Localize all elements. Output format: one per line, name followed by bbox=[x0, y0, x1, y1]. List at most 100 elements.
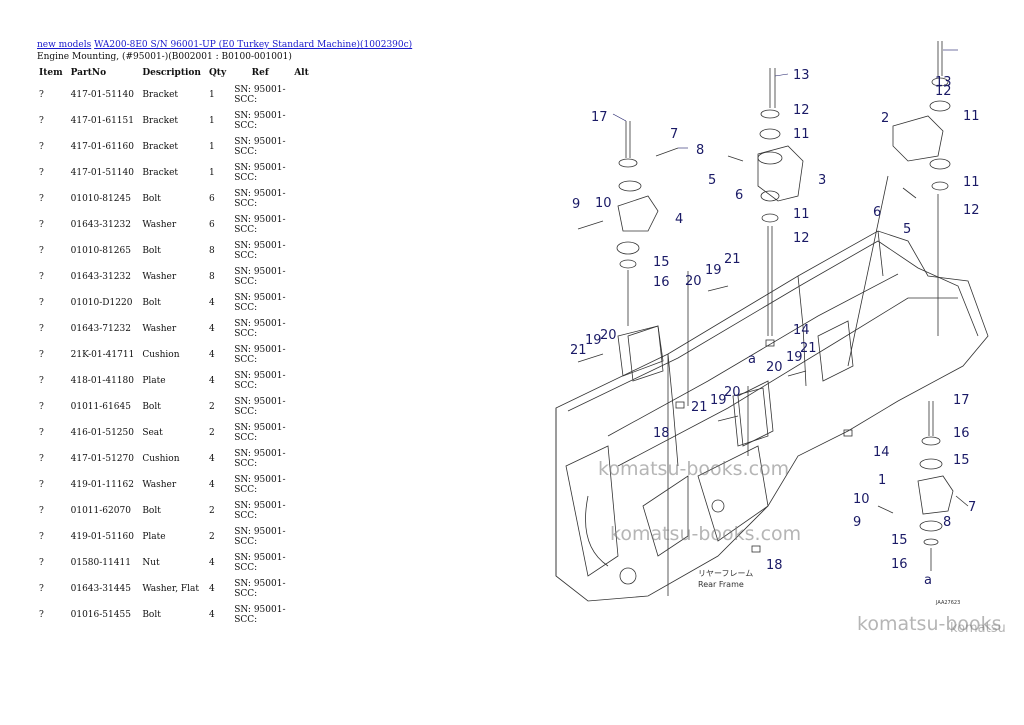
table-header-row: Item PartNo Description Qty Ref Alt bbox=[35, 64, 313, 82]
callout-11: 11 bbox=[793, 127, 810, 142]
row-alt bbox=[290, 238, 313, 264]
callout-9: 9 bbox=[572, 197, 580, 212]
callout-18: 18 bbox=[653, 426, 670, 441]
callout-17: 17 bbox=[591, 110, 608, 125]
row-alt bbox=[290, 446, 313, 472]
row-partno: 01011-61645 bbox=[70, 402, 131, 412]
row-description: Plate bbox=[142, 532, 166, 542]
row-description: Washer bbox=[142, 220, 177, 230]
row-ref: SN: 95001-SCC: bbox=[234, 397, 286, 417]
diagram-callouts: 1 2 3 4 5 6 7 8 9 10 11 12 13 14 15 16 1… bbox=[570, 68, 980, 606]
breadcrumb: new models WA200-8E0 S/N 96001-UP (E0 Tu… bbox=[37, 40, 412, 50]
callout-13: 13 bbox=[793, 68, 810, 83]
row-qty: 1 bbox=[208, 90, 215, 100]
row-qty: 4 bbox=[208, 558, 215, 568]
row-partno: 418-01-41180 bbox=[70, 376, 134, 386]
frame-label-jp: リヤーフレーム bbox=[698, 569, 753, 578]
row-item: ? bbox=[39, 454, 44, 464]
callout-19: 19 bbox=[705, 263, 722, 278]
callout-8-right: 8 bbox=[943, 515, 951, 530]
callout-16-bottom: 16 bbox=[891, 557, 908, 572]
row-item: ? bbox=[39, 350, 44, 360]
row-ref: SN: 95001-SCC: bbox=[234, 423, 286, 443]
callout-13-right: 13 bbox=[935, 75, 952, 90]
watermark-3: komatsu-books bbox=[857, 613, 1002, 635]
row-item: ? bbox=[39, 298, 44, 308]
row-ref: SN: 95001-SCC: bbox=[234, 189, 286, 209]
row-partno: 01643-71232 bbox=[70, 324, 131, 334]
row-partno: 417-01-61160 bbox=[70, 142, 134, 152]
callout-10: 10 bbox=[595, 196, 612, 211]
row-item: ? bbox=[39, 376, 44, 386]
row-partno: 01010-81265 bbox=[70, 246, 131, 256]
callout-19-lower: 19 bbox=[710, 393, 727, 408]
callout-17-right: 17 bbox=[953, 393, 970, 408]
row-partno: 01580-11411 bbox=[70, 558, 131, 568]
row-alt bbox=[290, 394, 313, 420]
callout-4: 4 bbox=[675, 212, 683, 227]
callout-12: 12 bbox=[793, 103, 810, 118]
diagram-leader-lines bbox=[612, 49, 958, 149]
callout-14-right: 14 bbox=[873, 445, 890, 460]
header-partno: PartNo bbox=[70, 67, 107, 78]
row-ref: SN: 95001-SCC: bbox=[234, 345, 286, 365]
callout-5: 5 bbox=[708, 173, 716, 188]
drawing-number: JAA27623 bbox=[935, 600, 960, 606]
breadcrumb-link-new-models[interactable]: new models bbox=[37, 40, 92, 50]
row-item: ? bbox=[39, 246, 44, 256]
callout-16: 16 bbox=[653, 275, 670, 290]
parts-drawing bbox=[577, 41, 969, 571]
row-item: ? bbox=[39, 90, 44, 100]
callout-20-lower: 20 bbox=[724, 385, 741, 400]
row-ref: SN: 95001-SCC: bbox=[234, 215, 286, 235]
row-item: ? bbox=[39, 506, 44, 516]
row-item: ? bbox=[39, 324, 44, 334]
rear-frame-drawing bbox=[555, 230, 989, 602]
row-ref: SN: 95001-SCC: bbox=[234, 501, 286, 521]
callout-14: 14 bbox=[793, 323, 810, 338]
row-partno: 417-01-51140 bbox=[70, 168, 134, 178]
row-partno: 01016-51455 bbox=[70, 610, 131, 620]
callout-9-right: 9 bbox=[853, 515, 861, 530]
breadcrumb-link-model[interactable]: WA200-8E0 S/N 96001-UP (E0 Turkey Standa… bbox=[94, 40, 413, 50]
callout-a-bottom: a bbox=[924, 573, 932, 588]
callout-21: 21 bbox=[724, 252, 741, 267]
row-alt bbox=[290, 186, 313, 212]
row-ref: SN: 95001-SCC: bbox=[234, 293, 286, 313]
callout-11-right-top: 11 bbox=[963, 109, 980, 124]
frame-label: Rear Frame bbox=[698, 580, 744, 589]
row-qty: 2 bbox=[208, 506, 215, 516]
row-alt bbox=[290, 524, 313, 550]
row-partno: 417-01-51270 bbox=[70, 454, 134, 464]
row-description: Bolt bbox=[142, 402, 161, 412]
callout-7-right: 7 bbox=[968, 500, 976, 515]
row-qty: 4 bbox=[208, 480, 215, 490]
row-partno: 01010-81245 bbox=[70, 194, 131, 204]
row-ref: SN: 95001-SCC: bbox=[234, 579, 286, 599]
row-qty: 4 bbox=[208, 584, 215, 594]
row-item: ? bbox=[39, 142, 44, 152]
row-qty: 4 bbox=[208, 376, 215, 386]
row-description: Bolt bbox=[142, 194, 161, 204]
row-ref: SN: 95001-SCC: bbox=[234, 553, 286, 573]
callout-11-center: 11 bbox=[793, 207, 810, 222]
row-description: Bracket bbox=[142, 168, 179, 178]
row-item: ? bbox=[39, 168, 44, 178]
row-qty: 4 bbox=[208, 350, 215, 360]
row-item: ? bbox=[39, 610, 44, 620]
row-alt bbox=[290, 342, 313, 368]
row-item: ? bbox=[39, 532, 44, 542]
page-subtitle: Engine Mounting, (#95001-)(B002001 : B01… bbox=[37, 52, 292, 62]
row-qty: 6 bbox=[208, 220, 215, 230]
callout-15: 15 bbox=[653, 255, 670, 270]
